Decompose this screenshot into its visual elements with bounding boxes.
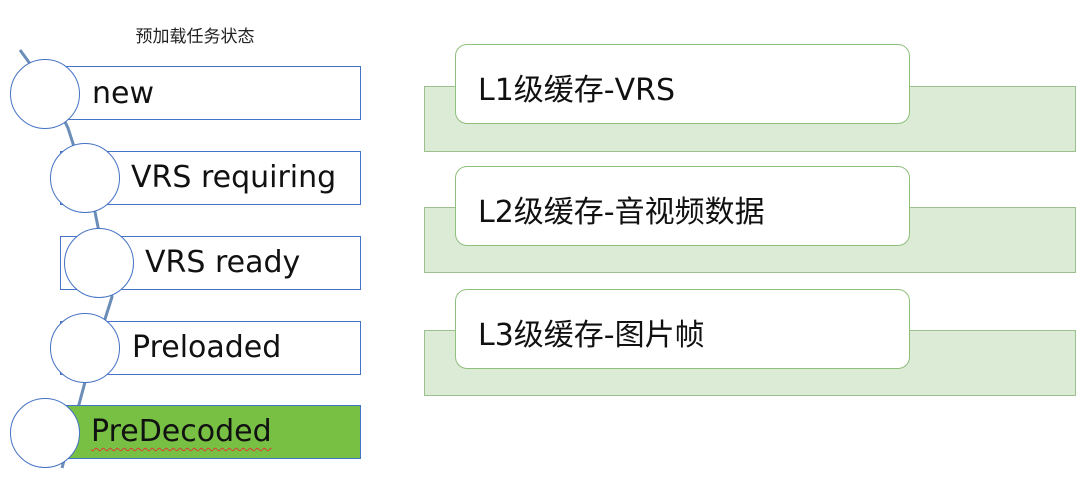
state-box-new: new xyxy=(60,66,361,120)
state-label-predecoded: PreDecoded xyxy=(91,414,272,449)
cache-level-3-label: L3级缓存-图片帧 xyxy=(478,318,705,353)
state-circle-predecoded xyxy=(10,398,80,468)
cache-level-1-card: L1级缓存-VRS xyxy=(455,44,910,124)
cache-level-1-label: L1级缓存-VRS xyxy=(478,73,676,108)
cache-level-3-card: L3级缓存-图片帧 xyxy=(455,289,910,369)
state-label-new: new xyxy=(92,76,155,111)
state-label-vrs-ready: VRS ready xyxy=(145,245,301,280)
state-circle-vrs-ready xyxy=(64,228,134,298)
state-circle-new xyxy=(10,59,80,129)
cache-level-2-card: L2级缓存-音视频数据 xyxy=(455,166,910,246)
state-label-preloaded: Preloaded xyxy=(132,330,282,365)
state-circle-preloaded xyxy=(50,313,120,383)
state-circle-vrs-requiring xyxy=(50,143,120,213)
cache-level-2-label: L2级缓存-音视频数据 xyxy=(478,195,765,230)
state-label-vrs-requiring: VRS requiring xyxy=(131,160,337,195)
diagram-title: 预加载任务状态 xyxy=(135,27,255,47)
state-box-predecoded: PreDecoded xyxy=(60,405,361,459)
